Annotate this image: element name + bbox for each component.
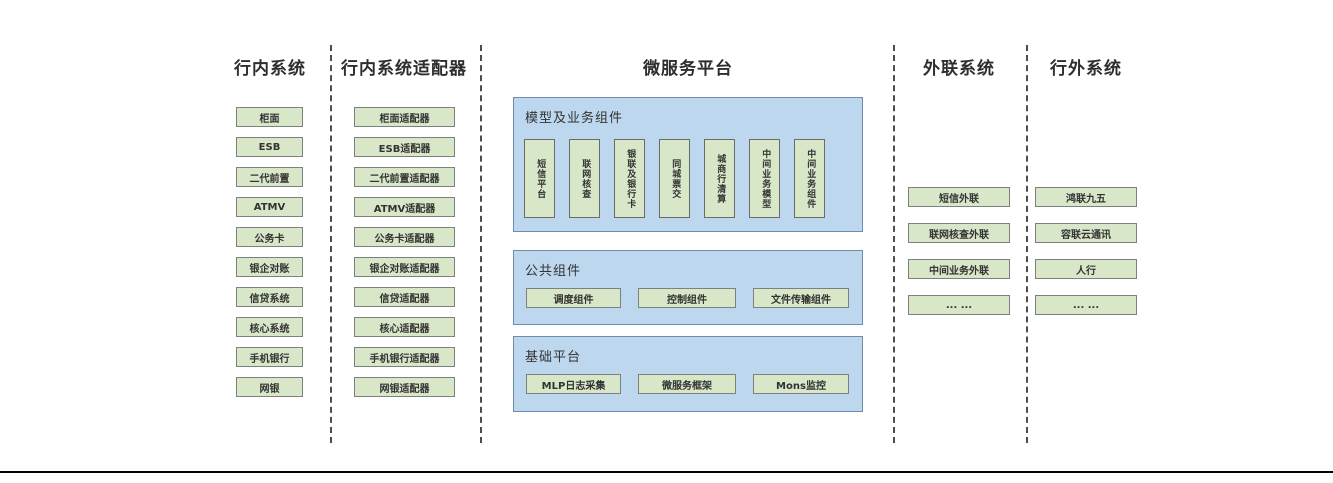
outside-bank-list: 鸿联九五容联云通讯人行 ... ... — [1035, 187, 1137, 315]
internal-systems-list: 柜面 ESB 二代前置 ATMV 公务卡银企对账信贷系统核心系统手机银行网银 — [236, 107, 303, 397]
outside-bank-box: 容联云通讯 — [1035, 223, 1137, 243]
system-box: 柜面 — [236, 107, 303, 127]
external-link-box: 中间业务外联 — [908, 259, 1010, 279]
column-divider — [893, 45, 895, 443]
external-link-box: 联网核查外联 — [908, 223, 1010, 243]
adapter-box: 手机银行适配器 — [354, 347, 455, 367]
column-divider — [1026, 45, 1028, 443]
external-link-box: ... ... — [908, 295, 1010, 315]
internal-adapters-list: 柜面适配器 ESB适配器二代前置适配器 ATMV适配器公务卡适配器银企对账适配器信贷… — [354, 107, 455, 397]
component-box-vertical: 城商行清算 — [704, 139, 735, 218]
component-box: 控制组件 — [638, 288, 736, 308]
component-box-vertical: 中间业务模型 — [749, 139, 780, 218]
system-box: 信贷系统 — [236, 287, 303, 307]
external-link-box: 短信外联 — [908, 187, 1010, 207]
system-box: ESB — [236, 137, 303, 157]
component-box: MLP日志采集 — [526, 374, 621, 394]
system-box: 公务卡 — [236, 227, 303, 247]
adapter-box: 网银适配器 — [354, 377, 455, 397]
column-title-internal-adapters: 行内系统适配器 — [341, 59, 467, 79]
outside-bank-box: 鸿联九五 — [1035, 187, 1137, 207]
panel-common-components: 公共组件 调度组件 控制组件 文件传输组件 — [513, 250, 863, 325]
adapter-box: 信贷适配器 — [354, 287, 455, 307]
bottom-baseline — [0, 471, 1333, 473]
component-box: 文件传输组件 — [753, 288, 849, 308]
model-components-row: 短信平台联网核查银联及银行卡同城票交城商行清算中间业务模型中间业务组件 — [524, 139, 825, 218]
panel-label: 公共组件 — [525, 264, 582, 279]
component-box-vertical: 银联及银行卡 — [614, 139, 645, 218]
panel-base-platform: 基础平台 MLP日志采集 微服务框架 Mons监控 — [513, 336, 863, 412]
panel-label: 基础平台 — [525, 350, 582, 365]
base-platform-row: MLP日志采集 微服务框架 Mons监控 — [526, 374, 849, 394]
component-box: 微服务框架 — [638, 374, 736, 394]
external-link-list: 短信外联联网核查外联中间业务外联 ... ... — [908, 187, 1010, 315]
component-box: Mons监控 — [753, 374, 849, 394]
component-box-vertical: 短信平台 — [524, 139, 555, 218]
adapter-box: 核心适配器 — [354, 317, 455, 337]
column-divider — [480, 45, 482, 443]
component-box: 调度组件 — [526, 288, 621, 308]
component-box-vertical: 同城票交 — [659, 139, 690, 218]
system-box: 手机银行 — [236, 347, 303, 367]
system-box: ATMV — [236, 197, 303, 217]
adapter-box: 银企对账适配器 — [354, 257, 455, 277]
component-box-vertical: 中间业务组件 — [794, 139, 825, 218]
system-box: 二代前置 — [236, 167, 303, 187]
adapter-box: 柜面适配器 — [354, 107, 455, 127]
panel-label: 模型及业务组件 — [525, 111, 624, 126]
system-box: 网银 — [236, 377, 303, 397]
adapter-box: 二代前置适配器 — [354, 167, 455, 187]
column-title-external-link-systems: 外联系统 — [923, 59, 995, 79]
panel-model-business-components: 模型及业务组件 短信平台联网核查银联及银行卡同城票交城商行清算中间业务模型中间业… — [513, 97, 863, 232]
adapter-box: 公务卡适配器 — [354, 227, 455, 247]
adapter-box: ESB适配器 — [354, 137, 455, 157]
system-box: 核心系统 — [236, 317, 303, 337]
column-title-internal-systems: 行内系统 — [234, 59, 306, 79]
outside-bank-box: 人行 — [1035, 259, 1137, 279]
system-box: 银企对账 — [236, 257, 303, 277]
component-box-vertical: 联网核查 — [569, 139, 600, 218]
column-divider — [330, 45, 332, 443]
common-components-row: 调度组件 控制组件 文件传输组件 — [526, 288, 849, 308]
outside-bank-box: ... ... — [1035, 295, 1137, 315]
adapter-box: ATMV适配器 — [354, 197, 455, 217]
column-title-microservice-platform: 微服务平台 — [643, 59, 733, 79]
column-title-outside-bank-systems: 行外系统 — [1050, 59, 1122, 79]
